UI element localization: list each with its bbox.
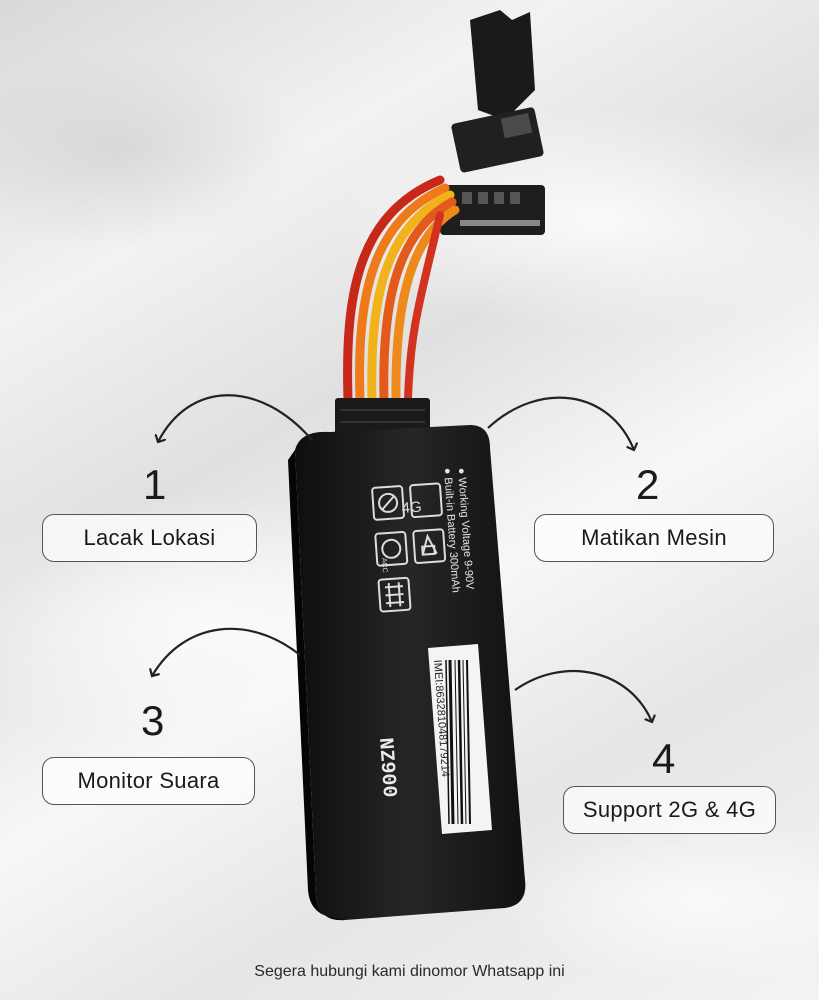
arrow-2 — [487, 396, 634, 450]
feature-number-4: 4 — [652, 735, 676, 782]
imei-label: IMEI:863281048179214 — [428, 644, 492, 834]
badge-4g: 4G — [401, 499, 422, 517]
arrow-4 — [514, 669, 652, 722]
model-name: NZ900 — [373, 737, 400, 798]
wire-bundle — [343, 175, 460, 405]
barcode — [445, 659, 471, 825]
feature-number-2: 2 — [636, 461, 660, 508]
feature-label-4: Support 2G & 4G — [563, 786, 776, 834]
footer-contact-text: Segera hubungi kami dinomor Whatsapp ini — [254, 963, 565, 980]
feature-label-3: Monitor Suara — [42, 757, 255, 805]
arrow-3 — [152, 627, 301, 676]
feature-number-1: 1 — [143, 461, 167, 508]
gps-tracker-body: 4G ACC ● Working Voltage 9-90V ● Built-i… — [288, 425, 526, 921]
feature-label-1: Lacak Lokasi — [42, 514, 257, 562]
feature-number-3: 3 — [141, 697, 165, 744]
feature-label-2: Matikan Mesin — [534, 514, 774, 562]
status-icon-grid — [371, 482, 447, 613]
arrow-1 — [158, 394, 313, 442]
harness-connector-top — [440, 10, 545, 235]
badge-acc: ACC — [380, 558, 388, 573]
